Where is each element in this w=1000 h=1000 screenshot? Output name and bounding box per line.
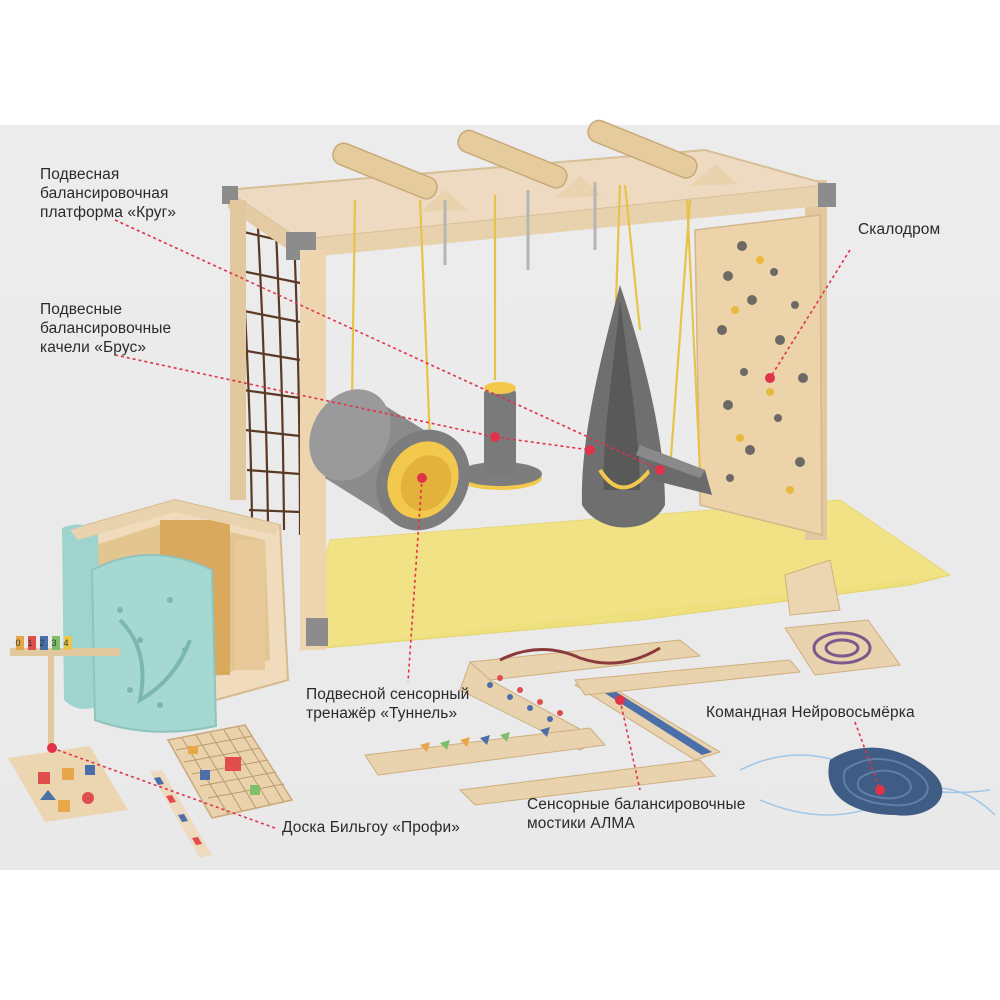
label-bilgou: Доска Бильгоу «Профи» [282, 819, 460, 836]
leader-lines [51, 219, 881, 829]
balance-bridges [364, 639, 801, 806]
counter-digit: 3 [51, 638, 57, 648]
counter-digit: 1 [27, 638, 33, 648]
hexagon-house [62, 498, 290, 733]
wedge-block [784, 559, 841, 616]
round-platform-swing [458, 382, 542, 490]
neuro-eight-mat [739, 747, 996, 816]
beam-swing [636, 445, 712, 495]
pod-swing [581, 285, 665, 528]
striped-stick [150, 770, 212, 858]
counter-digit: 2 [39, 638, 45, 648]
label-bridges: Сенсорные балансировочные мостики АЛМА [527, 796, 746, 832]
label-brus: Подвесные балансировочные качели «Брус» [40, 301, 172, 356]
climbing-wall [694, 214, 823, 536]
label-skalodrom: Скалодром [858, 221, 941, 238]
label-tunnel: Подвесной сенсорный тренажёр «Туннель» [306, 686, 470, 722]
spiral-board [784, 619, 901, 676]
number-stand [10, 636, 120, 748]
bilgou-board [166, 724, 294, 819]
label-krug: Подвесная балансировочная платформа «Кру… [40, 166, 177, 221]
shape-board [8, 746, 128, 822]
label-neuro: Командная Нейровосьмёрка [706, 704, 915, 721]
cargo-net [234, 224, 302, 536]
counter-digit: 4 [63, 638, 69, 648]
counter-digit: 0 [15, 638, 21, 648]
leader-dots [47, 373, 885, 795]
counter-digits: 0 1 2 3 4 [14, 638, 70, 648]
